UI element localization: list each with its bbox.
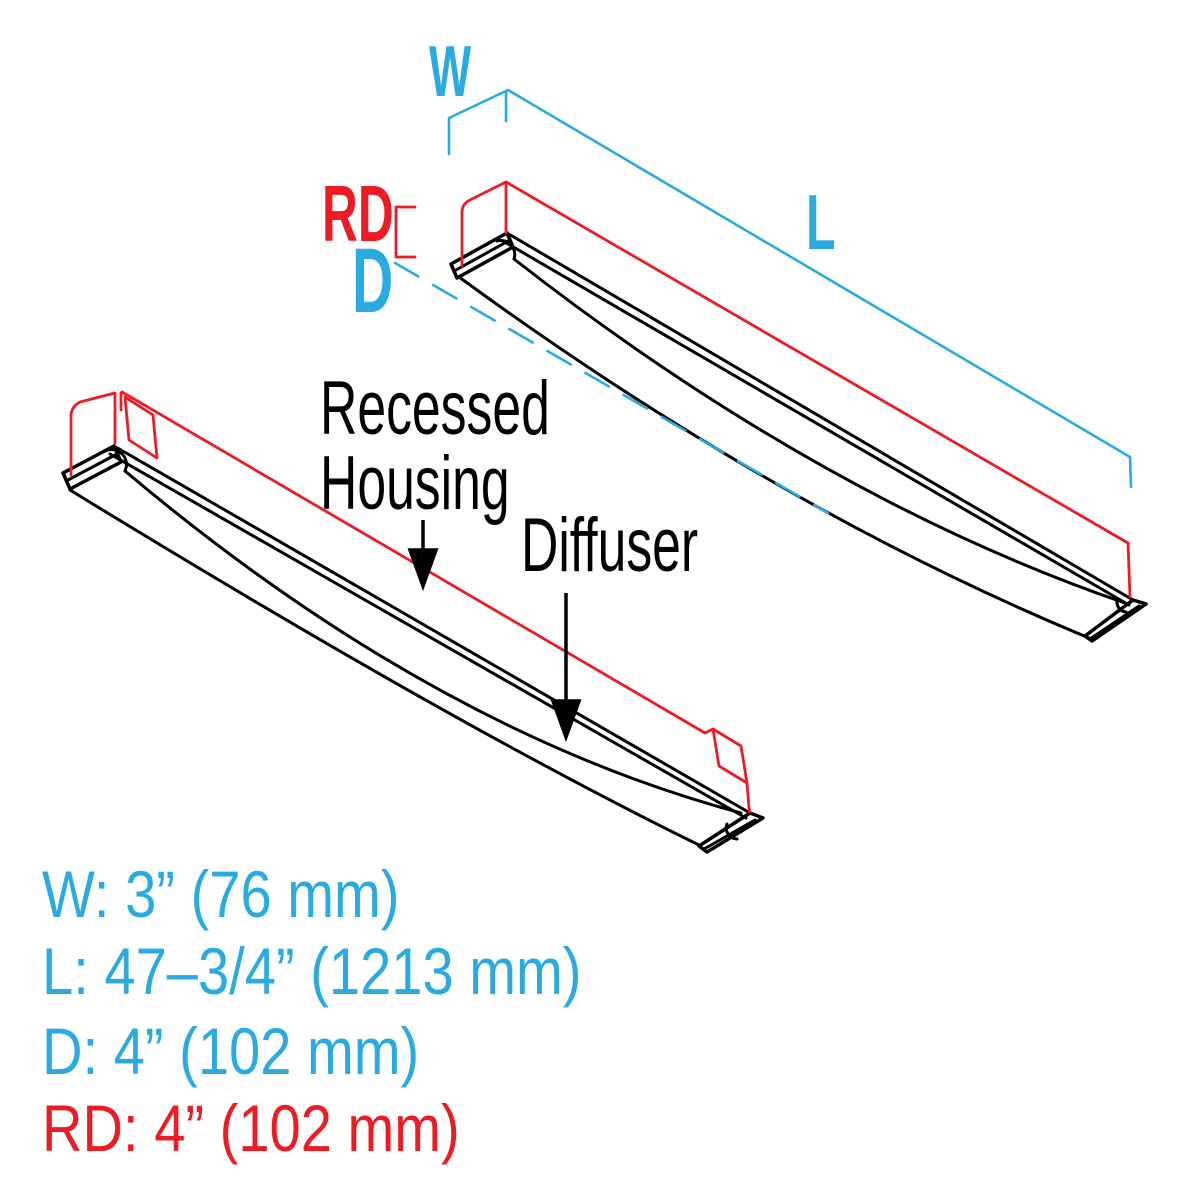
lower-left-diffuser-curl xyxy=(103,448,128,473)
spec-line-depth: D: 4” (102 mm) xyxy=(42,1014,420,1088)
upper-trim-back-edge-outer xyxy=(505,231,1135,602)
width-length-dimension-line xyxy=(447,88,1133,489)
upper-housing-left-end xyxy=(460,180,508,268)
lower-trim-back-edge-outer xyxy=(112,444,752,815)
spec-line-recess-depth: RD: 4” (102 mm) xyxy=(42,1091,460,1165)
right-bracket-notch xyxy=(703,727,715,735)
left-mounting-bracket xyxy=(123,395,159,460)
upper-trim-back-edge-inner xyxy=(501,239,1131,607)
upper-housing-top-edge xyxy=(504,180,1130,545)
recessed-housing-label-line2: Housing xyxy=(320,441,510,526)
depth-dashed-line xyxy=(393,261,830,515)
upper-diffuser-back-curve xyxy=(512,257,1127,605)
lower-housing-left-end xyxy=(69,391,117,477)
recessed-housing-label-line1: Recessed xyxy=(320,366,550,451)
upper-right-end-trim xyxy=(1083,598,1148,643)
upper-right-end-inner-edge xyxy=(1088,604,1141,641)
callout-arrows xyxy=(407,520,582,743)
recessed-housing-arrow-head xyxy=(407,548,439,592)
lower-diffuser-back-curve xyxy=(123,469,743,815)
upper-recessed-housing-outline xyxy=(460,180,1132,599)
recess-depth-dimension-letter: RD xyxy=(322,169,394,258)
diffuser-label: Diffuser xyxy=(521,503,699,588)
recess-depth-bracket xyxy=(394,205,417,259)
lower-housing-right-tail xyxy=(745,781,752,814)
upper-left-end-inner-edge xyxy=(454,238,512,272)
width-dimension-letter: W xyxy=(429,32,472,112)
spec-line-width: W: 3” (76 mm) xyxy=(42,857,400,931)
lower-diffuser-front-curve xyxy=(68,488,703,848)
upper-left-end-trim xyxy=(449,231,515,280)
upper-right-diffuser-curl xyxy=(1115,599,1128,614)
blue-dimension-lines xyxy=(393,88,1133,515)
diffuser-arrow-head xyxy=(550,699,582,743)
length-dimension-letter: L xyxy=(806,178,836,266)
lower-trim-back-edge-inner xyxy=(108,452,748,820)
lower-fixture-drawing xyxy=(61,444,765,854)
right-mounting-bracket xyxy=(711,727,749,785)
upper-left-diffuser-curl xyxy=(495,239,517,261)
upper-fixture-drawing xyxy=(449,231,1148,643)
lower-left-end-inner-edge xyxy=(66,452,119,482)
upper-diffuser-front-curve xyxy=(457,275,1091,640)
upper-housing-right-edge xyxy=(1126,541,1132,599)
lower-right-end-trim xyxy=(697,811,765,854)
lower-right-diffuser-curl xyxy=(724,822,739,841)
spec-line-length: L: 47–3/4” (1213 mm) xyxy=(42,934,582,1008)
recess-depth-bracket-path xyxy=(394,205,417,259)
depth-dimension-letter: D xyxy=(352,230,394,332)
